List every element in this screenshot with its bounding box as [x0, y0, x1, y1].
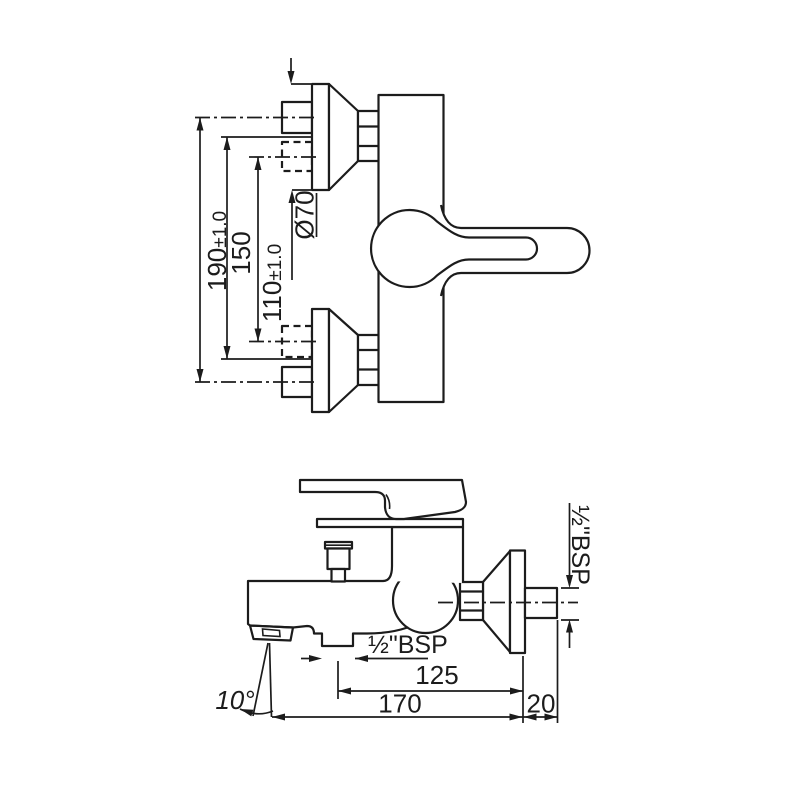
valve-body-side [382, 525, 465, 583]
dim-dia70-label: Ø70 [290, 190, 320, 239]
bottom-cone [327, 307, 360, 414]
arrow-up-icon [223, 137, 231, 150]
arrow-right-icon [309, 655, 322, 662]
arrow-down-icon [254, 328, 262, 342]
lever-handle-side [298, 478, 468, 521]
dim-20-label: 20 [527, 689, 556, 719]
top-flange [310, 82, 331, 192]
dim-angle-label: 10° [215, 685, 254, 715]
dim-170-label: 170 [378, 689, 421, 719]
arrow-down-icon [287, 71, 295, 84]
hex-nut-side-facets [458, 590, 485, 612]
arrow-down-icon [566, 575, 573, 588]
arrow-up-icon [196, 117, 204, 131]
arrow-left-icon [240, 709, 254, 717]
arrow-right-icon [510, 687, 523, 695]
ext-lines-150 [221, 136, 311, 360]
arrow-up-icon [566, 619, 573, 633]
front-view [195, 82, 591, 414]
arrow-right-icon [509, 713, 523, 721]
arrow-up-icon [288, 190, 296, 203]
dim-110-label: 110±1.0 [257, 244, 287, 322]
arrow-down-icon [196, 369, 204, 382]
angle-line-vertical [268, 642, 273, 718]
diverter-stem [330, 567, 347, 583]
hex-nut-side [458, 580, 485, 622]
dim-bsp-outlet-label: ½"BSP [368, 631, 448, 659]
lever-fillet-line [385, 494, 391, 510]
arrow-up-icon [254, 157, 262, 170]
bottom-flange [310, 307, 331, 414]
spout-aerator-detail [261, 628, 281, 638]
arrow-right-icon [544, 713, 558, 721]
side-dimensions: ½"BSP 125 170 20 10° ½"BSP [215, 503, 594, 723]
side-view [246, 478, 578, 655]
top-hex-nut-facets [356, 125, 381, 148]
top-hex-nut [356, 109, 381, 163]
arrow-left-icon [338, 687, 351, 695]
lever-hub-keyhole [369, 208, 539, 289]
front-dimensions: 190±1.0 150 110±1.0 Ø70 [196, 58, 320, 382]
angle-line-tilted [252, 642, 269, 717]
arrow-down-icon [223, 346, 231, 359]
dim-bsp-wall-label: ½"BSP [566, 505, 594, 585]
dim-150-label: 150 [226, 231, 256, 274]
bottom-hex-nut [356, 333, 381, 387]
top-cone [327, 82, 360, 192]
arrow-left-icon [523, 713, 537, 721]
arrow-left-icon [272, 713, 285, 721]
arrow-left-icon [355, 655, 368, 662]
wall-cone [481, 549, 512, 654]
bottom-hex-nut-facets [356, 348, 381, 371]
spout-profile [246, 579, 409, 648]
spout-tip-face [248, 624, 295, 642]
dim-125-label: 125 [415, 660, 458, 690]
cartridge-collar [315, 517, 465, 529]
diverter-knob [326, 547, 351, 571]
